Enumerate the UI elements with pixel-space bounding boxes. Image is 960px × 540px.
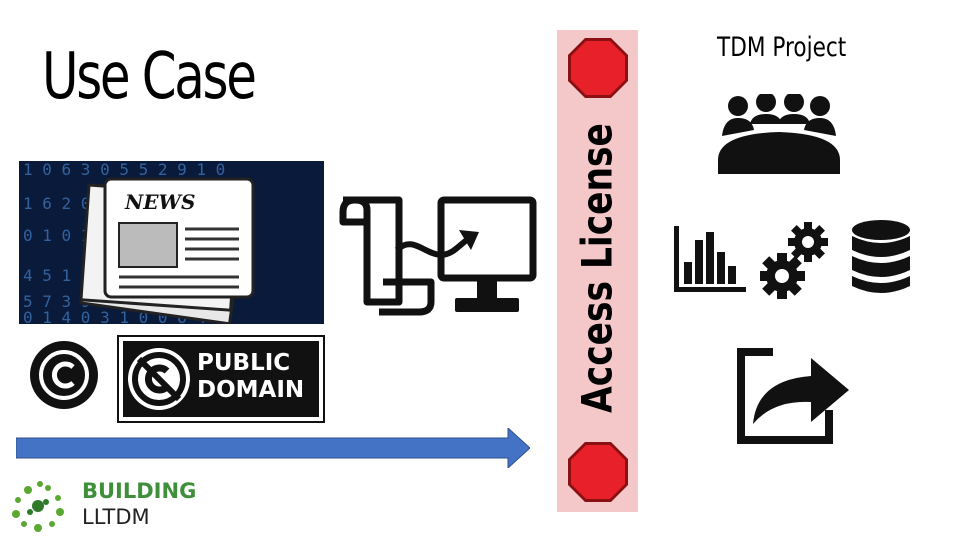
share-icon (737, 348, 849, 444)
gears-icon (760, 222, 828, 299)
flow-arrow (16, 428, 530, 468)
transfer-icon (339, 196, 537, 316)
building-lltdm-logo (12, 481, 64, 532)
logo-text-lltdm: LLTDM (82, 505, 150, 529)
slide-title: Use Case (42, 40, 257, 114)
public-domain-badge: PUBLIC DOMAIN (117, 335, 325, 423)
copyright-icon (30, 341, 98, 409)
project-label: TDM Project (717, 32, 847, 63)
public-domain-line1: PUBLIC (197, 350, 291, 376)
newspaper-image: 1 0 6 3 0 5 5 2 9 1 0 1 6 2 0 0 1 1 5 4 … (19, 161, 324, 324)
bar-chart-icon (674, 226, 746, 292)
access-license-label: Access License (573, 91, 622, 444)
access-license-barrier (557, 30, 638, 512)
svg-text:1 0 6 3 0 5 5 2 9 1 0: 1 0 6 3 0 5 5 2 9 1 0 (23, 161, 225, 179)
public-domain-line2: DOMAIN (197, 377, 305, 403)
people-meeting-icon (718, 94, 840, 174)
news-text: NEWS (124, 190, 195, 214)
public-domain-badge-frame (117, 335, 325, 423)
logo-text-building: BUILDING (82, 479, 197, 503)
public-domain-text: PUBLIC DOMAIN (197, 350, 304, 404)
stop-sign-icon-bottom (568, 442, 628, 502)
stop-sign-icon-top (568, 38, 628, 98)
database-icon (852, 220, 910, 293)
access-license-text: Access License (572, 123, 622, 413)
